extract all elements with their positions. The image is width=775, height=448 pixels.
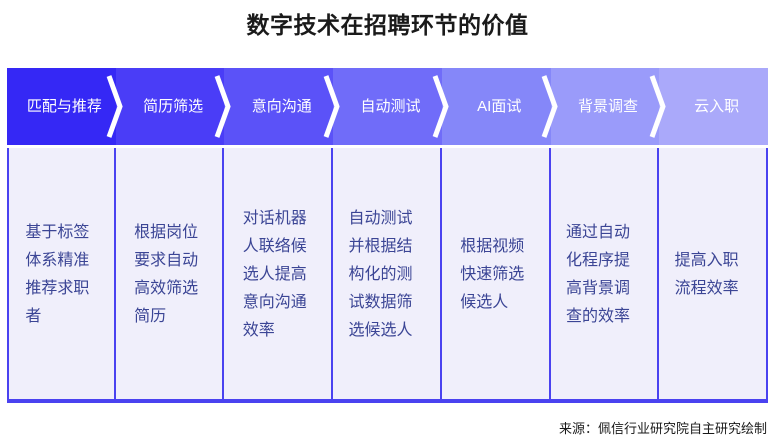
process-detail-text: 对话机器人联络候选人提高意向沟通效率 [242, 209, 307, 339]
process-step-5[interactable]: AI面试 [441, 68, 558, 145]
process-step-6[interactable]: 背景调查 [550, 68, 666, 145]
process-detail-cell-7: 提高入职流程效率 [659, 148, 768, 401]
process-step-label: 简历筛选 [143, 97, 204, 115]
process-step-4[interactable]: 自动测试 [333, 68, 449, 145]
process-step-2[interactable]: 简历筛选 [115, 68, 232, 145]
process-flow-band: 匹配与推荐 简历筛选 意向沟通 自动测试 AI面试 背景调查 云 [7, 68, 769, 145]
process-detail-cell-1: 基于标签体系精准推荐求职者 [7, 148, 116, 401]
process-step-1[interactable]: 匹配与推荐 [7, 68, 123, 145]
process-step-label: 云入职 [694, 97, 740, 115]
process-detail-cell-5: 根据视频快速筛选候选人 [442, 148, 551, 401]
process-detail-cell-4: 自动测试并根据结构化的测试数据筛选候选人 [333, 148, 442, 401]
page-title: 数字技术在招聘环节的价值 [246, 12, 529, 38]
process-step-label: 自动测试 [360, 97, 421, 115]
baseline-divider [7, 399, 768, 403]
process-detail-cell-6: 通过自动化程序提高背景调查的效率 [551, 148, 660, 401]
process-step-label: 匹配与推荐 [26, 97, 102, 115]
process-step-label: 背景调查 [577, 97, 638, 115]
source-note: 来源：佩信行业研究院自主研究绘制 [558, 421, 767, 436]
process-detail-text: 自动测试并根据结构化的测试数据筛选候选人 [348, 209, 413, 339]
process-detail-text: 根据视频快速筛选候选人 [460, 237, 525, 311]
process-step-3[interactable]: 意向沟通 [224, 68, 340, 145]
process-detail-text: 通过自动化程序提高背景调查的效率 [565, 223, 630, 325]
process-step-label: AI面试 [477, 97, 522, 115]
process-detail-text: 根据岗位要求自动高效筛选简历 [134, 223, 199, 325]
process-detail-text: 提高入职流程效率 [674, 251, 739, 297]
process-detail-row: 基于标签体系精准推荐求职者 根据岗位要求自动高效筛选简历 对话机器人联络候选人提… [7, 148, 768, 401]
process-step-7[interactable]: 云入职 [659, 68, 769, 145]
process-detail-cell-3: 对话机器人联络候选人提高意向沟通效率 [224, 148, 333, 401]
process-detail-cell-2: 根据岗位要求自动高效筛选简历 [116, 148, 225, 401]
process-detail-text: 基于标签体系精准推荐求职者 [25, 223, 90, 325]
process-step-label: 意向沟通 [251, 97, 312, 115]
